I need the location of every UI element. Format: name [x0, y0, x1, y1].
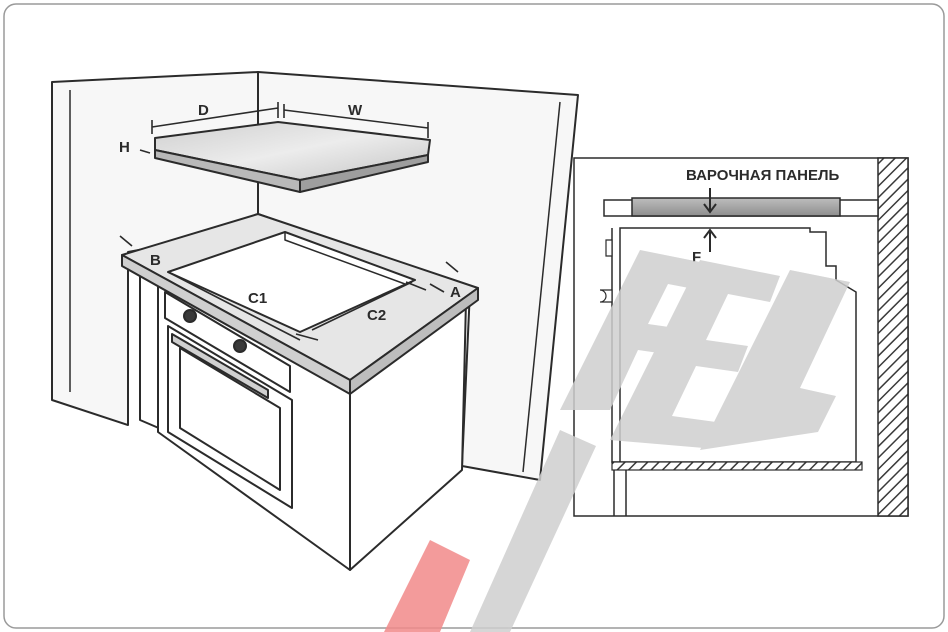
cabinet-shelf [611, 461, 863, 471]
oven-knob-right [233, 339, 247, 353]
gap-arrow-down [703, 188, 717, 214]
gap-arrow-up [703, 228, 717, 252]
kitchen-corner-diagram [51, 71, 579, 571]
label-b: B [150, 252, 161, 269]
right-wall-inner [522, 101, 561, 473]
label-d: D [198, 102, 209, 119]
watermark-logo [384, 250, 850, 632]
oven-knob-section [599, 239, 613, 303]
section-hob [631, 197, 841, 217]
cabinet-leg [613, 470, 627, 516]
oven-window [179, 347, 281, 491]
dimension-lines [119, 102, 459, 341]
label-w: W [348, 102, 363, 119]
label-c2: C2 [367, 307, 386, 324]
label-a: A [450, 284, 461, 301]
oven-door [167, 325, 293, 509]
watermark-accent [384, 540, 470, 632]
hob-side [299, 154, 429, 193]
oven-handle [171, 333, 269, 399]
countertop-cutout [167, 231, 416, 333]
cutout-depth [284, 232, 406, 285]
countertop-right-edge [349, 287, 479, 395]
oven-knob-left [183, 309, 197, 323]
panel-label: ВАРОЧНАЯ ПАНЕЛЬ [686, 167, 840, 184]
label-h: H [119, 139, 130, 156]
wall-hatch [877, 157, 909, 517]
gap-label-f: F [692, 249, 701, 266]
label-c1: C1 [248, 290, 267, 307]
